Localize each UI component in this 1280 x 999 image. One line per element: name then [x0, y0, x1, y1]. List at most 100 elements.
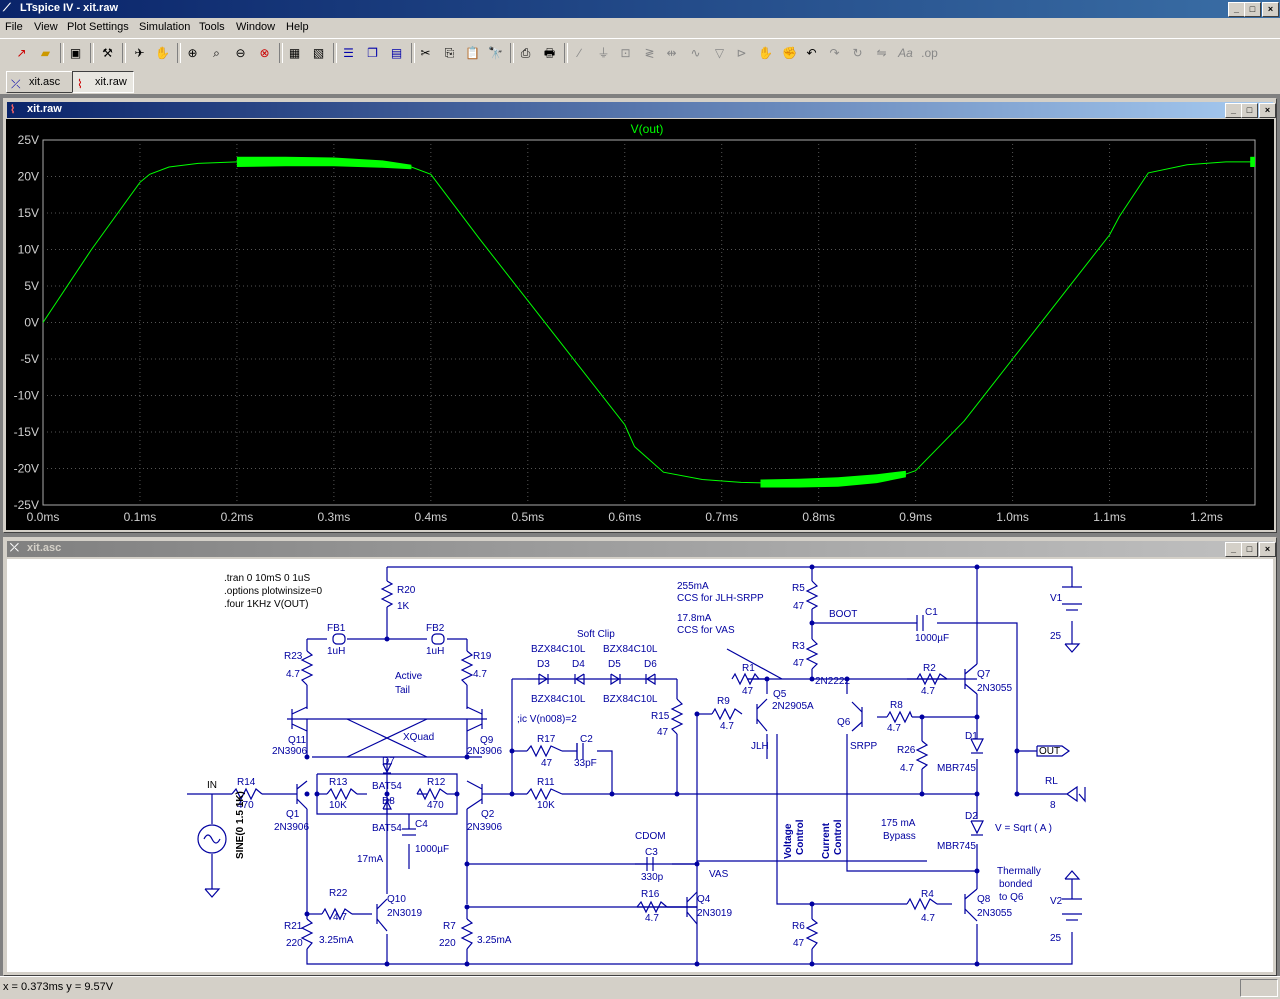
schematic-label-r23v[interactable]: 4.7	[286, 669, 300, 680]
schematic-label-d2[interactable]: D2	[965, 811, 978, 822]
schematic-label-r20v[interactable]: 1K	[397, 601, 410, 612]
schematic-label-vas[interactable]: VAS	[709, 869, 729, 880]
schematic-label-bzxb[interactable]: BZX84C10L	[531, 694, 586, 705]
schematic-label-q2[interactable]: Q2	[481, 809, 495, 820]
schematic-window-title-bar[interactable]: ⤫ xit.asc _ □ ×	[7, 541, 1276, 557]
schematic-label-d2v[interactable]: MBR745	[937, 841, 976, 852]
schematic-label-d7[interactable]: D7	[382, 756, 395, 767]
schematic-label-d5[interactable]: D5	[608, 659, 621, 670]
new-schematic-icon[interactable]: ↗	[16, 46, 27, 60]
schematic-label-r14v[interactable]: 470	[237, 800, 254, 811]
schematic-label-r21[interactable]: R21	[284, 921, 303, 932]
schematic-label-i17[interactable]: 17mA	[357, 854, 383, 865]
schematic-label-q9[interactable]: Q9	[480, 735, 494, 746]
schematic-label-ccs1[interactable]: 255mA	[677, 581, 709, 592]
schematic-label-q8v[interactable]: 2N3055	[977, 908, 1012, 919]
schematic-label-th3[interactable]: to Q6	[999, 892, 1024, 903]
schematic-label-cdom[interactable]: CDOM	[635, 831, 666, 842]
schematic-label-v1v[interactable]: 25	[1050, 631, 1062, 642]
spice-directive[interactable]: .four 1KHz V(OUT)	[224, 599, 308, 610]
schematic-label-d1v[interactable]: MBR745	[937, 763, 976, 774]
schematic-label-r20[interactable]: R20	[397, 585, 416, 596]
schematic-label-rl[interactable]: RL	[1045, 776, 1058, 787]
schematic-label-d7v[interactable]: BAT54	[372, 781, 402, 792]
zoom-in-icon[interactable]: ⊕	[187, 46, 198, 60]
schematic-label-q10[interactable]: Q10	[387, 894, 406, 905]
schematic-label-d8v[interactable]: BAT54	[372, 823, 402, 834]
schematic-label-r22[interactable]: R22	[329, 888, 348, 899]
close-icon[interactable]: ×	[1259, 542, 1276, 557]
schematic-label-q9v[interactable]: 2N3906	[467, 746, 502, 757]
tab-xit-asc[interactable]: ⤫ xit.asc	[6, 71, 76, 93]
component-icon[interactable]: ⊳	[736, 46, 747, 60]
schematic-label-i325a[interactable]: 3.25mA	[319, 935, 354, 946]
schematic-label-byp2[interactable]: Bypass	[883, 831, 916, 842]
schematic-label-r7v[interactable]: 220	[439, 938, 456, 949]
schematic-label-ccs2[interactable]: CCS for JLH-SRPP	[677, 593, 764, 604]
app-title-bar[interactable]: ⟋ LTspice IV - xit.raw _ □ ×	[0, 0, 1280, 18]
schematic-label-r19[interactable]: R19	[473, 651, 492, 662]
schematic-label-th1[interactable]: Thermally	[997, 866, 1041, 877]
schematic-label-r9[interactable]: R9	[717, 696, 730, 707]
schematic-label-r11v[interactable]: 10K	[537, 800, 555, 811]
undo-icon[interactable]: ↶	[806, 46, 817, 60]
schematic-label-srpp[interactable]: SRPP	[850, 741, 878, 752]
minimize-icon[interactable]: _	[1225, 542, 1242, 557]
schematic-label-r8[interactable]: R8	[890, 700, 903, 711]
ground-icon[interactable]: ⏚	[597, 46, 610, 60]
minimize-icon[interactable]: _	[1228, 2, 1245, 17]
menu-tools[interactable]: Tools	[199, 21, 225, 33]
cut-icon[interactable]: ✂	[420, 46, 431, 60]
schematic-label-r13[interactable]: R13	[329, 777, 348, 788]
schematic-label-byp1[interactable]: 175 mA	[881, 818, 916, 829]
spice-directive[interactable]: .options plotwinsize=0	[224, 586, 323, 597]
schematic-label-r19v[interactable]: 4.7	[473, 669, 487, 680]
schematic-label-sine[interactable]: SINE(0 1.5 1K)	[235, 791, 246, 859]
menu-window[interactable]: Window	[236, 21, 276, 33]
open-icon[interactable]: ▰	[40, 46, 51, 60]
schematic-label-active2[interactable]: Tail	[395, 685, 410, 696]
schematic-label-r12v[interactable]: 470	[427, 800, 444, 811]
menu-view[interactable]: View	[34, 21, 58, 33]
schematic-label-r15v[interactable]: 47	[657, 727, 669, 738]
redo-icon[interactable]: ↷	[829, 46, 840, 60]
schematic-label-fb1v[interactable]: 1uH	[327, 646, 345, 657]
menu-simulation[interactable]: Simulation	[139, 21, 191, 33]
schematic-label-bzxa[interactable]: BZX84C10L	[531, 644, 586, 655]
schematic-label-th2[interactable]: bonded	[999, 879, 1032, 890]
maximize-icon[interactable]: □	[1241, 542, 1258, 557]
schematic-label-c4v[interactable]: 1000µF	[415, 844, 449, 855]
schematic-label-c3[interactable]: C3	[645, 847, 658, 858]
schematic-label-d8[interactable]: D8	[382, 796, 395, 807]
tile-vertical-icon[interactable]: ▤	[390, 46, 403, 60]
maximize-icon[interactable]: □	[1244, 2, 1261, 17]
schematic-label-q4v[interactable]: 2N3019	[697, 908, 732, 919]
schematic-label-bzxd[interactable]: BZX84C10L	[603, 694, 658, 705]
menu-file[interactable]: File	[5, 21, 23, 33]
schematic-label-c3v[interactable]: 330p	[641, 872, 664, 883]
schematic-label-softclip[interactable]: Soft Clip	[577, 629, 615, 640]
schematic-label-out[interactable]: OUT	[1039, 746, 1060, 757]
schematic-label-vsqrt[interactable]: V = Sqrt ( A )	[995, 823, 1052, 834]
schematic-label-r8v[interactable]: 4.7	[887, 723, 901, 734]
schematic-label-r5[interactable]: R5	[792, 583, 805, 594]
cascade-icon[interactable]: ❐	[367, 46, 378, 60]
schematic-label-r6[interactable]: R6	[792, 921, 805, 932]
close-icon[interactable]: ×	[1262, 2, 1279, 17]
schematic-label-r4[interactable]: R4	[921, 889, 934, 900]
schematic-label-r13v[interactable]: 10K	[329, 800, 347, 811]
schematic-label-boot[interactable]: BOOT	[829, 609, 857, 620]
print-icon[interactable]: 🖶	[543, 46, 556, 60]
schematic-label-c1v[interactable]: 1000µF	[915, 633, 949, 644]
schematic-label-v2[interactable]: V2	[1050, 896, 1063, 907]
schematic-label-q10v[interactable]: 2N3019	[387, 908, 422, 919]
run-icon[interactable]: ✈	[134, 46, 145, 60]
schematic-label-r3v[interactable]: 47	[793, 658, 805, 669]
schematic-label-r21v[interactable]: 220	[286, 938, 303, 949]
paste-icon[interactable]: 📋	[465, 46, 480, 60]
schematic-label-i325b[interactable]: 3.25mA	[477, 935, 512, 946]
find-icon[interactable]: 🔭	[488, 46, 503, 60]
schematic-label-r3[interactable]: R3	[792, 641, 805, 652]
schematic-label-c2v[interactable]: 33pF	[574, 758, 597, 769]
